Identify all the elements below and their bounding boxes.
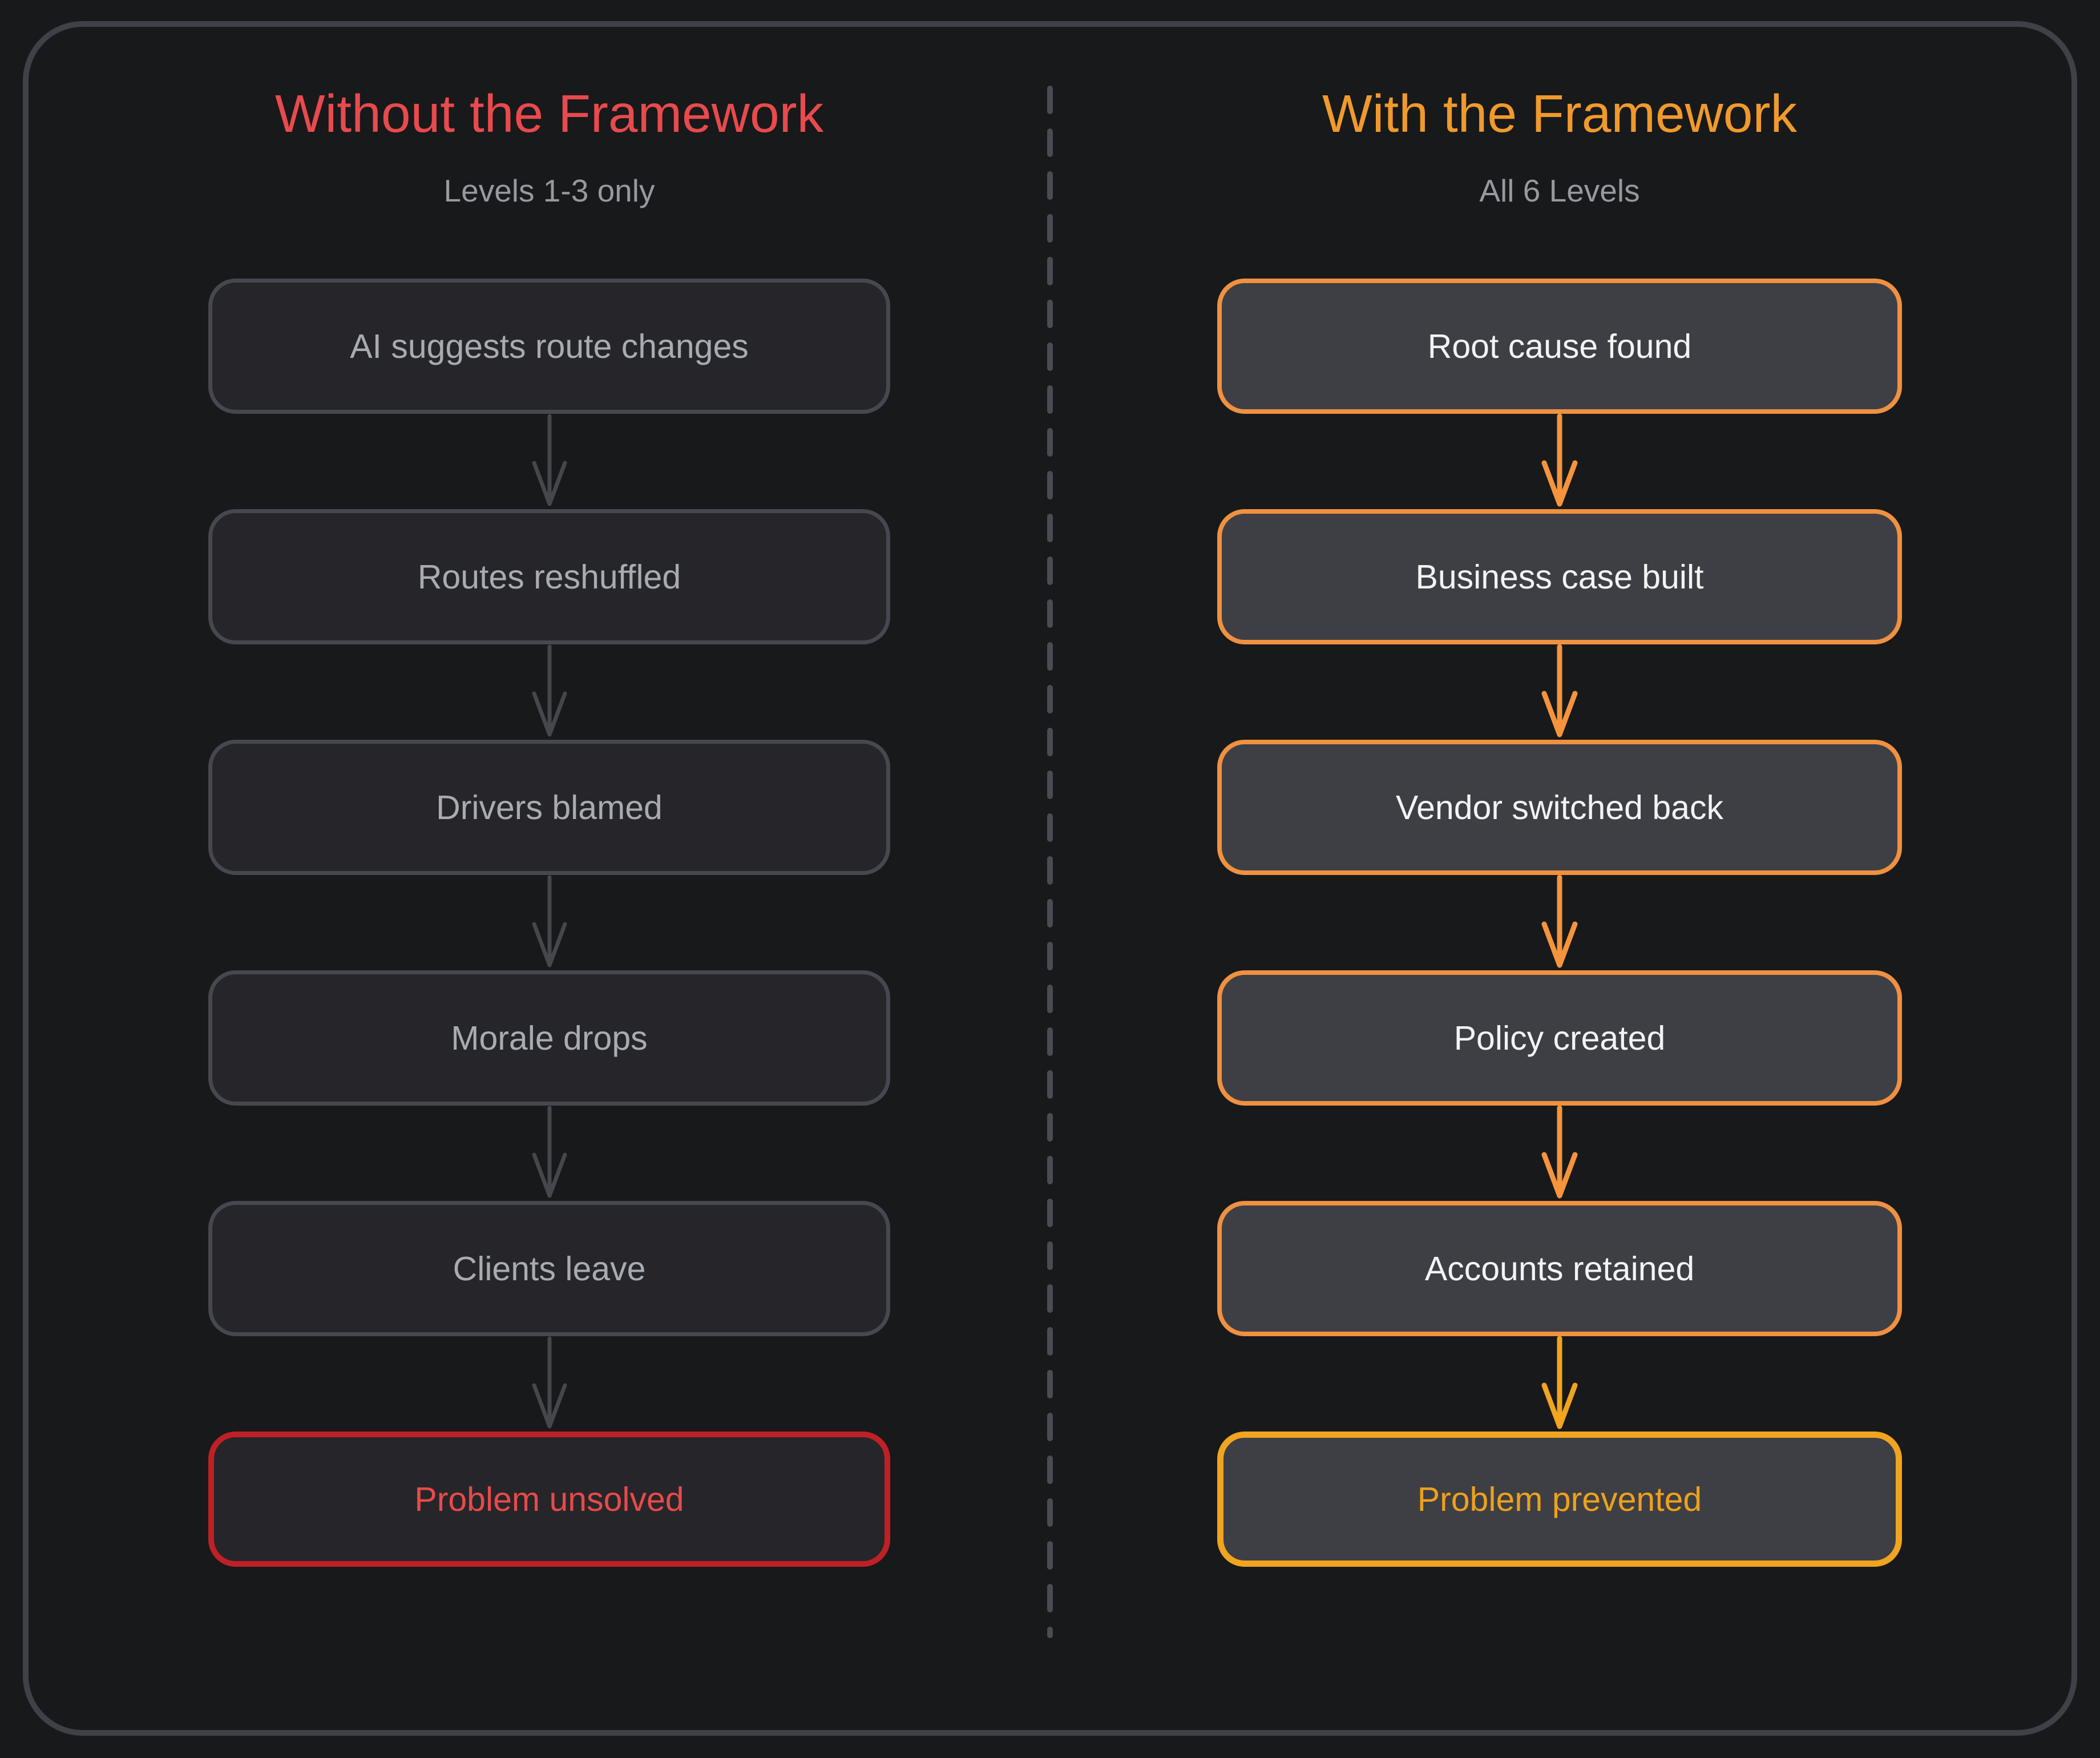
down-arrow-icon xyxy=(1541,875,1578,968)
flow-step-box: Clients leave xyxy=(208,1201,890,1336)
flow-final-label: Problem prevented xyxy=(1417,1480,1702,1518)
flow-step-box: Root cause found xyxy=(1217,279,1902,414)
flow-step-box: Drivers blamed xyxy=(208,740,890,875)
down-arrow-icon xyxy=(1541,1106,1578,1199)
right-flow-stack: Root cause found Business case built Ven… xyxy=(1217,279,1902,1567)
flow-step-label: Business case built xyxy=(1415,558,1704,596)
left-flow-stack: AI suggests route changes Routes reshuff… xyxy=(208,279,890,1567)
flow-step-label: Vendor switched back xyxy=(1396,788,1723,826)
flow-final-box-problem-prevented: Problem prevented xyxy=(1217,1432,1902,1567)
down-arrow-icon xyxy=(532,644,567,737)
down-arrow-icon xyxy=(532,875,567,967)
flow-step-label: Routes reshuffled xyxy=(417,558,681,596)
flow-step-label: Accounts retained xyxy=(1424,1249,1695,1288)
flow-step-label: AI suggests route changes xyxy=(350,327,749,365)
down-arrow-icon xyxy=(1541,414,1578,507)
right-column-subtitle: All 6 Levels xyxy=(1479,173,1640,208)
down-arrow-icon xyxy=(532,414,567,506)
left-column-subtitle: Levels 1-3 only xyxy=(443,173,655,208)
flow-step-box: Morale drops xyxy=(208,970,890,1106)
flow-step-label: Root cause found xyxy=(1427,327,1692,365)
flow-step-box: AI suggests route changes xyxy=(208,279,890,414)
flow-step-box: Accounts retained xyxy=(1217,1201,1902,1336)
outer-frame xyxy=(23,21,2077,1736)
down-arrow-icon xyxy=(532,1106,567,1198)
down-arrow-icon xyxy=(532,1336,567,1429)
flow-final-box-problem-unsolved: Problem unsolved xyxy=(208,1432,890,1567)
flow-step-label: Policy created xyxy=(1453,1019,1666,1057)
flow-final-label: Problem unsolved xyxy=(414,1480,684,1518)
flow-step-box: Vendor switched back xyxy=(1217,740,1902,875)
flow-step-box: Routes reshuffled xyxy=(208,509,890,644)
flow-step-box: Policy created xyxy=(1217,970,1902,1106)
left-column-title: Without the Framework xyxy=(274,84,824,143)
down-arrow-icon xyxy=(1541,644,1578,737)
flow-step-label: Drivers blamed xyxy=(436,788,663,826)
right-column-title: With the Framework xyxy=(1322,84,1797,143)
flow-step-label: Clients leave xyxy=(453,1249,646,1288)
flow-step-label: Morale drops xyxy=(451,1019,648,1057)
down-arrow-icon xyxy=(1541,1336,1578,1429)
flow-step-box: Business case built xyxy=(1217,509,1902,644)
column-divider-dashed-line xyxy=(1047,86,1053,1638)
